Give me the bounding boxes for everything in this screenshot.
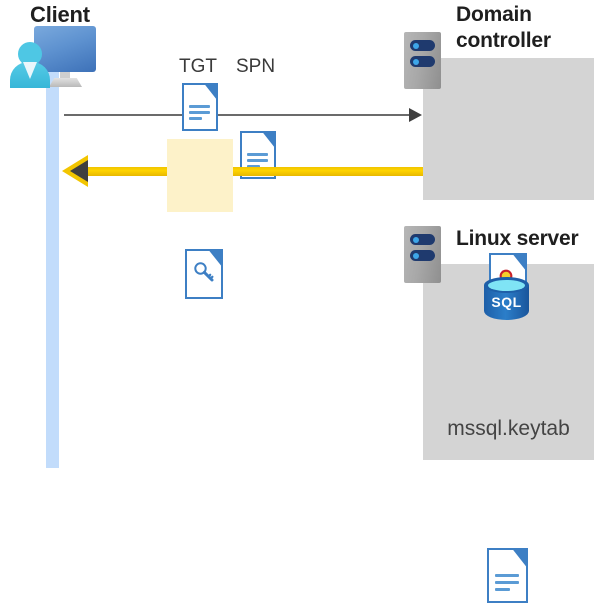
keytab-document-icon bbox=[487, 548, 528, 603]
tgt-label: TGT bbox=[179, 56, 217, 77]
monitor-stand-base bbox=[49, 78, 82, 87]
key-icon bbox=[194, 262, 214, 282]
document-line bbox=[495, 581, 519, 584]
response-arrow-segment-right bbox=[233, 167, 423, 176]
domain-controller-label-line2: controller bbox=[456, 29, 551, 52]
document-line bbox=[247, 153, 268, 156]
database-cylinder-top-inner bbox=[488, 280, 525, 291]
server-bay bbox=[410, 40, 435, 51]
domain-controller-label-line1: Domain bbox=[456, 3, 532, 26]
spn-label: SPN bbox=[236, 56, 276, 77]
sql-badge-label: SQL bbox=[491, 294, 522, 310]
service-ticket-highlight bbox=[167, 139, 233, 212]
domain-controller-server-icon bbox=[404, 32, 441, 89]
response-arrow-head-icon bbox=[70, 160, 88, 182]
server-bay bbox=[410, 234, 435, 245]
tgt-document-icon bbox=[182, 83, 218, 131]
response-arrow-segment-left bbox=[82, 167, 168, 176]
request-arrow-line bbox=[64, 114, 416, 116]
server-bay bbox=[410, 250, 435, 261]
domain-controller-label: Domain controller bbox=[456, 2, 596, 54]
document-line bbox=[495, 588, 510, 591]
linux-server-label: Linux server bbox=[456, 227, 579, 250]
monitor-stand-neck bbox=[60, 72, 70, 80]
document-line bbox=[495, 574, 519, 577]
document-line bbox=[189, 111, 210, 114]
request-arrow-head-icon bbox=[409, 108, 422, 122]
sql-database-icon: SQL bbox=[484, 277, 529, 328]
domain-controller-panel bbox=[423, 58, 594, 200]
service-ticket-key-document-icon bbox=[185, 249, 223, 299]
monitor-icon bbox=[34, 26, 96, 72]
linux-server-icon bbox=[404, 226, 441, 283]
keytab-filename-label: mssql.keytab bbox=[447, 417, 570, 440]
document-line bbox=[247, 165, 260, 168]
server-bay bbox=[410, 56, 435, 67]
client-workstation-icon bbox=[10, 26, 96, 88]
client-label: Client bbox=[30, 2, 90, 27]
document-line bbox=[189, 105, 210, 108]
document-line bbox=[189, 117, 202, 120]
document-line bbox=[247, 159, 268, 162]
client-lifeline bbox=[46, 72, 59, 468]
